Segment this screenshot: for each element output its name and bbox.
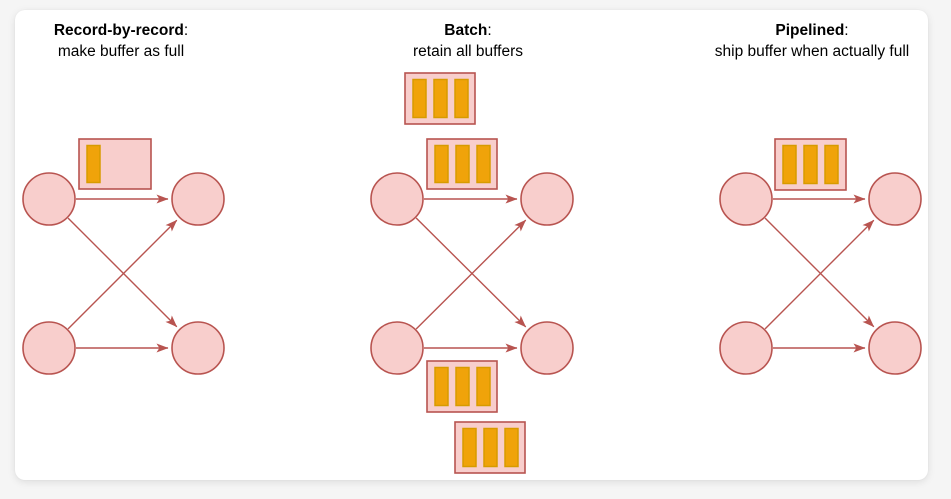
edge-arrow-batch xyxy=(415,219,527,330)
buffer-record-bar-batch-2-1 xyxy=(455,366,470,407)
node-circle-batch-0 xyxy=(370,172,424,226)
buffer-record-bar-batch-2-0 xyxy=(434,366,449,407)
buffer-record-bar-batch-0-1 xyxy=(433,78,448,119)
node-circle-batch-2 xyxy=(370,321,424,375)
panel-title-colon: : xyxy=(183,22,189,39)
node-circle-pipelined-2 xyxy=(719,321,773,375)
node-circle-batch-1 xyxy=(520,172,574,226)
buffer-record-bar-batch-1-1 xyxy=(455,144,470,184)
panel-title-bold: Batch xyxy=(444,22,488,39)
panel-title-batch: Batch: retain all buffers xyxy=(338,20,598,62)
edge-arrow-pipelined xyxy=(764,217,875,328)
node-circle-pipelined-1 xyxy=(868,172,922,226)
node-circle-record-by-record-0 xyxy=(22,172,76,226)
buffer-record-bar-batch-0-2 xyxy=(454,78,469,119)
panel-title-record-by-record: Record-by-record: make buffer as full xyxy=(1,20,241,62)
buffer-record-bar-pipelined-0-0 xyxy=(782,144,797,185)
edge-arrow-batch xyxy=(415,217,527,328)
buffer-record-bar-record-by-record-0-0 xyxy=(86,144,101,184)
node-circle-pipelined-0 xyxy=(719,172,773,226)
edge-arrow-pipelined xyxy=(764,219,875,330)
edge-arrow-record-by-record xyxy=(67,217,178,328)
buffer-record-bar-batch-0-0 xyxy=(412,78,427,119)
panel-title-line: Record-by-record: xyxy=(1,20,241,41)
panel-subtitle: retain all buffers xyxy=(413,43,523,60)
panel-title-line: Pipelined: xyxy=(682,20,942,41)
node-circle-pipelined-3 xyxy=(868,321,922,375)
buffer-record-bar-batch-2-2 xyxy=(476,366,491,407)
buffer-record-bar-batch-3-1 xyxy=(483,427,498,468)
buffer-record-bar-batch-3-2 xyxy=(504,427,519,468)
panel-subtitle: ship buffer when actually full xyxy=(714,43,910,60)
node-circle-record-by-record-3 xyxy=(171,321,225,375)
buffer-record-bar-batch-3-0 xyxy=(462,427,477,468)
panel-title-bold: Pipelined xyxy=(775,22,845,39)
panel-title-colon: : xyxy=(844,22,849,39)
panel-title-colon: : xyxy=(487,22,492,39)
buffer-record-bar-pipelined-0-1 xyxy=(803,144,818,185)
edge-arrow-record-by-record xyxy=(67,219,178,330)
node-circle-batch-3 xyxy=(520,321,574,375)
panel-title-line: Batch: xyxy=(338,20,598,41)
panel-title-pipelined: Pipelined: ship buffer when actually ful… xyxy=(682,20,942,62)
node-circle-record-by-record-1 xyxy=(171,172,225,226)
buffer-record-bar-batch-1-2 xyxy=(476,144,491,184)
panel-title-bold: Record-by-record xyxy=(53,22,184,39)
panel-subtitle: make buffer as full xyxy=(57,43,185,60)
node-circle-record-by-record-2 xyxy=(22,321,76,375)
buffer-record-bar-pipelined-0-2 xyxy=(824,144,839,185)
buffer-record-bar-batch-1-0 xyxy=(434,144,449,184)
